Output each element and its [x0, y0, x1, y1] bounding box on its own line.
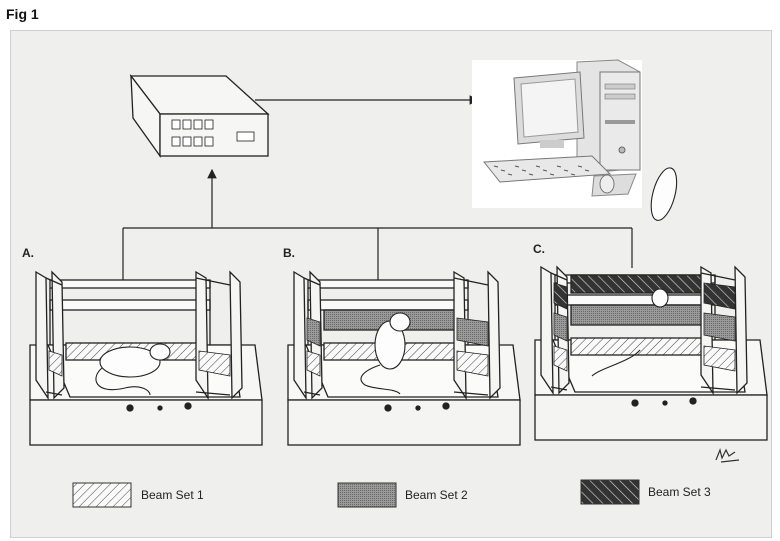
rat-icon	[95, 343, 171, 396]
artist-signature	[715, 448, 740, 463]
panel-label-a: A.	[22, 246, 34, 260]
panel-label-b: B.	[283, 246, 295, 260]
computer-icon	[472, 59, 642, 208]
rat-icon	[360, 312, 411, 395]
legend-swatch-beam-set-2	[337, 482, 397, 508]
beam-set-3	[570, 274, 707, 294]
legend-label-beam-set-1: Beam Set 1	[141, 488, 204, 502]
cage-b	[287, 270, 521, 446]
cage-c	[534, 167, 768, 441]
rat-icon	[591, 167, 678, 377]
beam-set-1	[570, 337, 707, 356]
legend-label-beam-set-3: Beam Set 3	[648, 485, 711, 499]
panel-label-c: C.	[533, 242, 545, 256]
legend-label-beam-set-2: Beam Set 2	[405, 488, 468, 502]
connection-lines	[122, 95, 633, 280]
legend-swatch-beam-set-1	[72, 482, 132, 508]
beam-set-2	[570, 304, 707, 326]
cage-a	[29, 270, 263, 446]
figure-title: Fig 1	[6, 6, 39, 22]
legend-swatch-beam-set-3	[580, 479, 640, 505]
interface-box	[129, 73, 270, 159]
